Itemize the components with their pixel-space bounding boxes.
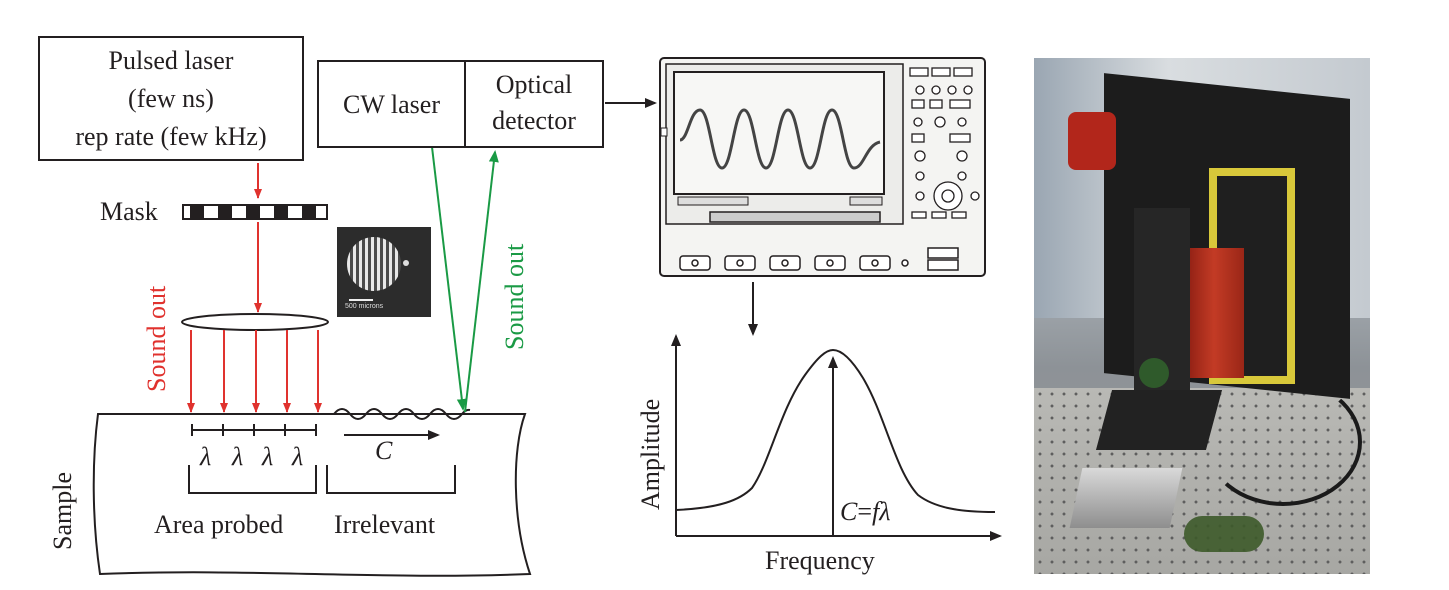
irrelevant-label: Irrelevant [334, 510, 436, 539]
peak-equation: C=fλ [840, 497, 891, 527]
spectrum-y-label: Amplitude [636, 398, 665, 510]
sound-out-green-label: Sound out [500, 243, 529, 350]
photo-red-laser [1184, 248, 1244, 378]
spectrum-x-label: Frequency [765, 546, 875, 575]
sample-label: Sample [48, 472, 77, 550]
mask-grating [182, 204, 328, 220]
scale-bar-text: 500 microns [345, 303, 384, 310]
mask-label: Mask [100, 197, 158, 226]
scale-bar [349, 299, 373, 301]
pulsed-laser-box: Pulsed laser (few ns) rep rate (few kHz) [38, 36, 304, 161]
area-probed-bracket [188, 465, 317, 494]
sound-out-red-label: Sound out [142, 285, 171, 392]
photo-red-cylinder [1068, 112, 1116, 170]
pulsed-laser-line1: Pulsed laser [108, 46, 234, 75]
cw-laser-detector-box: CW laser Optical detector [317, 60, 604, 148]
spectrum-curve [675, 348, 996, 513]
pulsed-laser-line3: rep rate (few kHz) [75, 122, 267, 151]
lambda-3: λ [262, 442, 274, 471]
wavelength-ruler [191, 424, 317, 436]
probe-beam-out [464, 150, 499, 413]
optical-detector-line2: detector [492, 106, 576, 135]
photo-cable [1204, 378, 1362, 506]
lambda-1: λ [200, 442, 212, 471]
probe-beam-in [431, 146, 467, 411]
photo-metal-box [1069, 468, 1183, 528]
photo-green-lens [1139, 358, 1169, 388]
box-divider [464, 62, 466, 146]
peak-eq-f: f [872, 497, 880, 526]
sample-outline [92, 413, 532, 577]
oscilloscope [659, 57, 986, 277]
area-probed-label: Area probed [154, 510, 284, 539]
apparatus-photo [1034, 58, 1370, 574]
fringe-disc [347, 237, 401, 291]
photo-safety-goggles [1184, 516, 1264, 552]
cw-laser-label: CW laser [343, 90, 440, 119]
irrelevant-bracket [326, 465, 456, 494]
peak-eq-lambda: λ [879, 497, 891, 526]
pump-beams [187, 330, 322, 413]
velocity-label: C [375, 436, 393, 465]
pulsed-laser-line2: (few ns) [128, 84, 214, 113]
fringe-inset-image: 500 microns [337, 227, 431, 317]
lambda-2: λ [232, 442, 244, 471]
surface-wave [333, 408, 471, 420]
lambda-4: λ [292, 442, 304, 471]
fringe-dot [403, 260, 409, 266]
focusing-lens [181, 313, 329, 331]
peak-eq-c: C [840, 497, 858, 526]
peak-eq-equals: = [857, 497, 873, 526]
scope-trace [679, 108, 881, 170]
optical-detector-line1: Optical [495, 70, 573, 99]
